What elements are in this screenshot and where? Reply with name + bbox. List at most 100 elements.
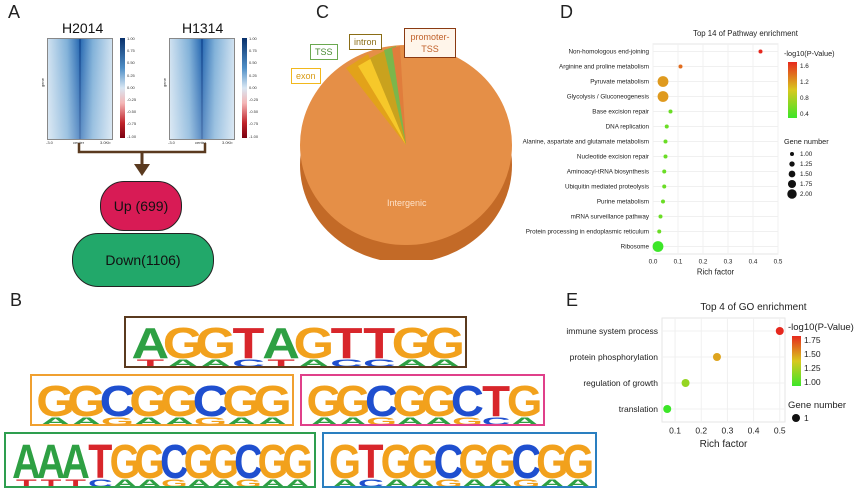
motif-base: C: [100, 377, 136, 426]
color-legend-tick: 1.50: [804, 349, 821, 359]
motif-base-minor: A: [510, 415, 539, 426]
motif-base-minor: C: [88, 477, 112, 488]
category-label: Protein processing in endoplasmic reticu…: [526, 229, 649, 236]
panel-letter-e: E: [566, 290, 579, 310]
motif-base-minor: A: [285, 477, 309, 488]
panel-letter-b: B: [10, 290, 23, 310]
motif-base: C: [234, 435, 262, 488]
motif-base: G: [36, 377, 75, 426]
heatmap-connector-arrow: [77, 143, 207, 176]
motif-base-minor: A: [410, 477, 436, 488]
motif-base: G: [407, 434, 439, 488]
data-point: [662, 184, 667, 189]
motif-base-minor: T: [16, 477, 38, 488]
motif-base-minor: G: [235, 477, 261, 488]
size-legend-title: Gene number: [784, 137, 829, 146]
motif-base-minor: A: [425, 415, 454, 426]
motif-base: G: [392, 319, 433, 368]
motif-base: A: [12, 435, 40, 488]
motif-base: C: [160, 435, 188, 488]
x-tick-label: 0.4: [749, 258, 758, 265]
motif-base: G: [282, 435, 313, 488]
colorbar-tick: -0.75: [127, 121, 137, 127]
motif-base-minor: A: [396, 415, 425, 426]
motif-base: G: [329, 434, 361, 488]
pathway-enrichment-chart: Top 14 of Pathway enrichmentNon-homologo…: [523, 29, 835, 277]
colorbar-tick: 0.25: [127, 72, 135, 78]
size-legend-label: 1.50: [800, 171, 813, 178]
size-legend-label: 1.75: [800, 181, 813, 188]
data-point: [663, 154, 668, 159]
colorbar-tick: 0.00: [249, 84, 257, 90]
color-legend-tick: 1.2: [800, 79, 809, 86]
heatmap-title: H2014: [62, 20, 104, 36]
category-label: Arginine and proline metabolism: [559, 64, 649, 71]
colorbar-tick: 1.00: [127, 36, 135, 41]
heatmap-colorbar: [120, 38, 125, 138]
color-legend-tick: 0.4: [800, 111, 809, 118]
motif-base-minor: C: [358, 477, 384, 488]
motif-base: T: [331, 319, 363, 368]
motif-base: T: [233, 319, 265, 368]
pie-label-exon: exon: [291, 68, 321, 84]
colorbar-tick: -1.00: [127, 133, 137, 139]
pie-label-intron: intron: [349, 34, 382, 50]
motif-base-minor: A: [113, 477, 137, 488]
motif-base-minor: C: [232, 357, 264, 368]
pie-label-tss: TSS: [310, 44, 338, 60]
motif-base: G: [392, 378, 428, 426]
motif-base-minor: A: [211, 477, 235, 488]
motif-base: G: [294, 319, 335, 368]
x-tick-label: 0.4: [748, 426, 760, 436]
motif-base: G: [253, 377, 292, 426]
motif-base: A: [61, 435, 89, 488]
motif-base: T: [363, 319, 395, 368]
motif-base: C: [434, 434, 464, 488]
data-point: [775, 327, 784, 335]
motif-base-minor: A: [164, 415, 195, 426]
panel-letter-d: D: [560, 2, 573, 22]
motif-base: G: [163, 319, 204, 368]
motif-base-minor: A: [137, 477, 161, 488]
colorbar-tick: -0.50: [127, 109, 137, 115]
category-label: Ubiquitin mediated proteolysis: [565, 184, 649, 191]
size-legend-title: Gene number: [788, 400, 846, 411]
heatmap-colorbar: [242, 38, 247, 138]
heatmap-xlabel-left: -3.0: [46, 140, 53, 145]
plot-area: [652, 43, 779, 255]
category-label: Non-homologous end-joining: [568, 49, 649, 56]
heatmap-h2014: [47, 38, 113, 140]
motif-base: G: [184, 435, 215, 488]
data-point: [661, 199, 665, 204]
pie-label-promoter-tss: promoter-TSS: [404, 28, 456, 58]
color-legend-tick: 0.8: [800, 95, 809, 102]
motif-base-minor: A: [187, 477, 211, 488]
chart-title: Top 14 of Pathway enrichment: [693, 29, 799, 38]
pie-slice-exon: [346, 54, 406, 145]
size-legend-dot: [787, 189, 797, 199]
motif-base: G: [195, 319, 236, 368]
data-point: [663, 139, 668, 144]
colorbar-tick: 0.25: [249, 72, 257, 78]
colorbar-tick: 0.50: [249, 60, 257, 66]
heatmap-xlabel-right: 3.0Kb: [100, 140, 111, 145]
motif-base-minor: C: [363, 357, 395, 368]
motif-base-minor: A: [200, 357, 232, 368]
motif-base: G: [67, 377, 106, 426]
x-tick-label: 0.5: [774, 258, 783, 265]
x-tick-label: 0.3: [724, 258, 733, 265]
motif-base: T: [482, 378, 510, 426]
category-label: mRNA surveillance pathway: [571, 214, 650, 221]
motif-base: G: [134, 435, 165, 488]
motif-base: A: [131, 319, 169, 368]
color-legend-title: -log10(P-Value): [788, 322, 854, 333]
motif-base: G: [129, 377, 168, 426]
motif-base-minor: A: [428, 357, 460, 368]
motif-base: G: [258, 435, 289, 488]
size-legend-dot: [789, 161, 795, 167]
category-label: immune system process: [566, 326, 658, 336]
size-legend-dot: [792, 414, 800, 422]
